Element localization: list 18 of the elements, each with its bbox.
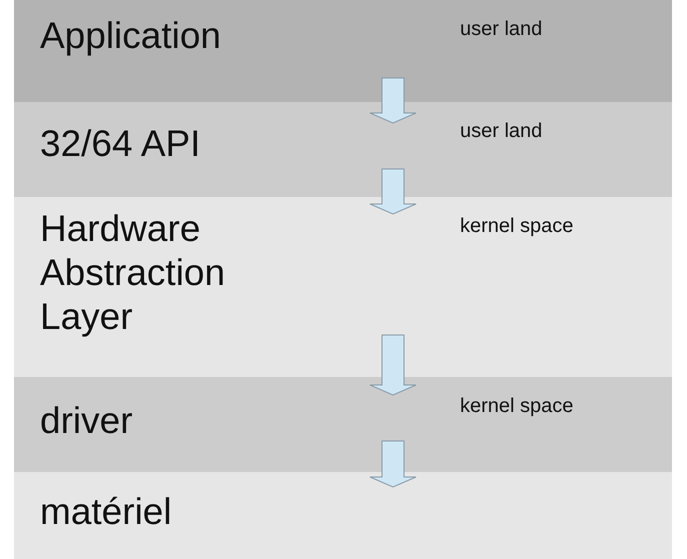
space-label: user land <box>460 120 542 143</box>
layer-title: driver <box>40 399 134 443</box>
layer-title: Application <box>40 14 222 58</box>
layer-title: Hardware Abstraction Layer <box>40 207 226 339</box>
layer-title: matériel <box>40 490 173 534</box>
layer-band <box>14 102 672 197</box>
block-arrow <box>370 440 416 488</box>
layer-band <box>14 377 672 472</box>
block-arrow <box>370 168 416 215</box>
block-arrow <box>370 78 416 124</box>
layer-band <box>14 0 672 102</box>
layer-band <box>14 197 672 377</box>
layer-title: 32/64 API <box>40 122 202 166</box>
space-label: user land <box>460 18 542 41</box>
layer-band <box>14 472 672 559</box>
space-label: kernel space <box>460 395 574 418</box>
block-arrow <box>370 334 416 396</box>
space-label: kernel space <box>460 215 574 238</box>
